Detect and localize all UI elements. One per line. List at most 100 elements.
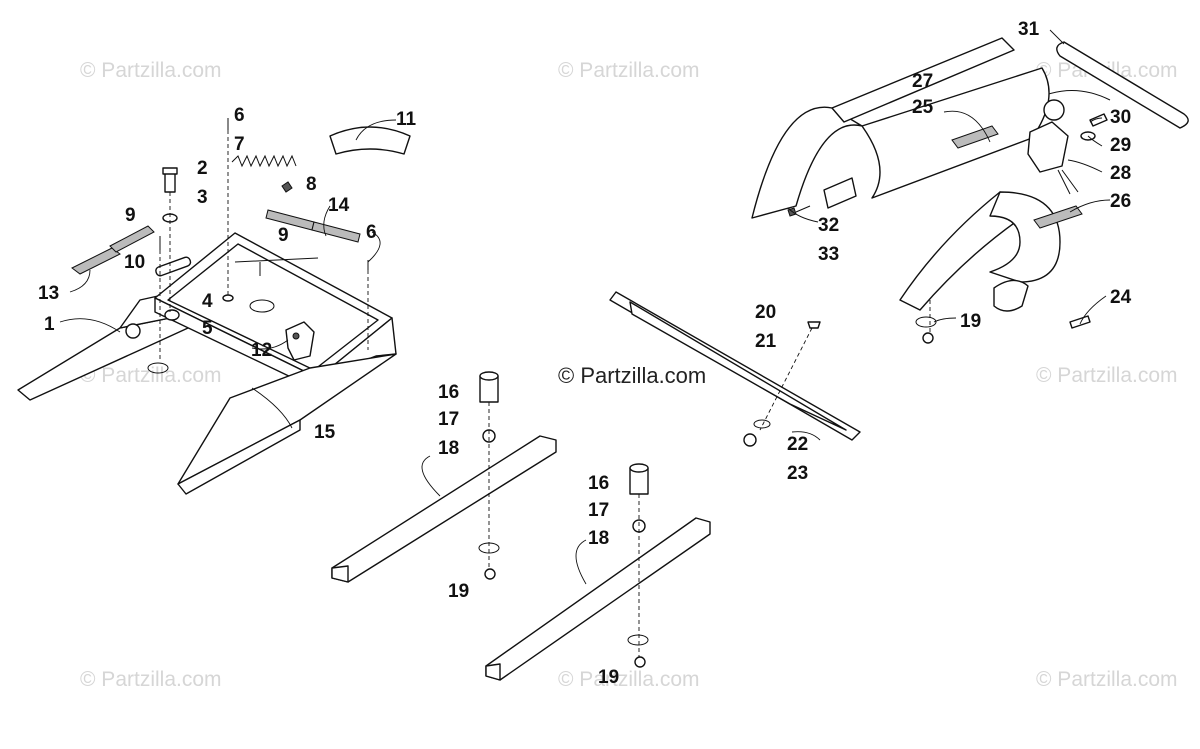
bracket-hole [292,332,300,340]
callout-18-lower: 18 [588,528,609,549]
bolt-head [162,167,178,175]
nut-upper [484,568,496,580]
hitch-chain [1057,169,1079,195]
mount-point [627,634,649,646]
bumper-bracket [823,177,857,209]
screw-33 [795,205,811,213]
callout-10: 10 [124,252,145,273]
watermark-5: © Partzilla.com [1036,364,1178,387]
bracket [285,321,315,361]
leader-line [1087,135,1103,147]
callout-19-lower: 19 [598,667,619,688]
leader-line [421,455,441,497]
nut-lower [634,656,646,668]
callout-7: 7 [234,134,245,155]
frame-opening [167,243,379,371]
bolt [164,171,176,193]
bumper-tube-left [751,106,863,219]
callout-29: 29 [1110,135,1131,156]
callout-31: 31 [1018,19,1040,40]
callout-22: 22 [787,434,808,455]
rack-frame-assembly [17,118,411,495]
pad-right-b [311,221,361,243]
callout-27: 27 [912,71,933,92]
callout-8: 8 [306,174,317,195]
pad-27 [951,125,999,149]
block-upper-top [479,371,499,381]
bumper-tube-top [831,37,1015,123]
callout-19-right: 19 [960,311,981,332]
mount-point [249,299,275,313]
callout-4: 4 [202,291,213,312]
callout-6-top: 6 [234,105,245,126]
leader-line [1067,159,1103,173]
callouts: 1 2 3 4 5 6 6 7 8 9 9 10 11 12 13 14 15 … [38,19,1132,688]
leader-line [1069,199,1111,213]
nut-19 [922,332,934,344]
callout-25: 25 [912,97,934,118]
callout-14: 14 [328,195,350,216]
running-board-assembly [331,371,711,681]
spring [231,154,297,168]
callout-15: 15 [314,422,336,443]
bumper-mount-plate [993,279,1029,312]
callout-20: 20 [755,302,776,323]
leader-line [367,231,381,263]
leader-line [943,110,991,143]
callout-21: 21 [755,331,777,352]
callout-5: 5 [202,318,213,339]
watermark-4: © Partzilla.com [80,364,222,387]
washer-small [222,294,234,302]
hitch-plate [1027,121,1069,173]
callout-9-right: 9 [278,225,289,246]
flap-nut [743,433,757,447]
slot-plate [155,256,192,277]
leader-line [59,318,121,333]
leader-line [355,119,397,141]
callout-12: 12 [251,340,272,361]
callout-16-lower: 16 [588,473,609,494]
callout-18-upper: 18 [438,438,459,459]
mount-point [147,362,169,374]
leader-line [1089,117,1103,123]
watermark-8: © Partzilla.com [1036,668,1178,691]
pad-left-b [109,225,155,253]
callout-26: 26 [1110,191,1131,212]
bolt-30 [1089,113,1108,127]
callout-24: 24 [1110,287,1132,308]
right-rail-edge [177,419,301,495]
leader-line [1049,29,1065,45]
leader-line [787,207,819,223]
callout-33: 33 [818,244,839,265]
callout-3: 3 [197,187,208,208]
callout-2: 2 [197,158,208,179]
callout-19-upper: 19 [448,581,469,602]
flap [629,301,847,431]
hitch-ring [1043,99,1065,121]
rail-upper-end [331,565,349,583]
flap-assembly [609,291,861,447]
bumper-assembly [751,29,1189,344]
leader-line [251,387,293,429]
reflector-bar [1056,41,1189,129]
clip [281,181,293,193]
callout-13: 13 [38,283,59,304]
leader-line [1079,295,1107,325]
cover [329,126,411,155]
watermark-1: © Partzilla.com [80,59,222,82]
callout-16-upper: 16 [438,382,459,403]
block-lower-top [629,463,649,473]
watermark-6: © Partzilla.com [80,668,222,691]
callout-28: 28 [1110,163,1131,184]
callout-17-upper: 17 [438,409,459,430]
bumper-center [861,67,1050,199]
mount-point [478,542,500,554]
crossbar-line [234,257,319,263]
callout-6-right: 6 [366,222,377,243]
pad-left-a [71,247,121,275]
callout-30: 30 [1110,107,1131,128]
bolt-24 [1069,315,1091,329]
bumper-loop [989,191,1061,283]
callout-17-lower: 17 [588,500,609,521]
